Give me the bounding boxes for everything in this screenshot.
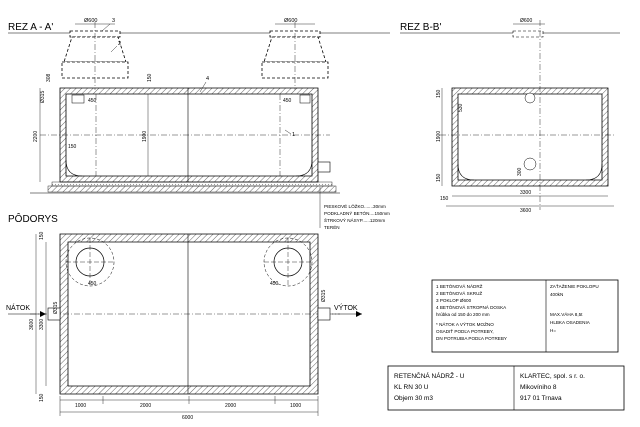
plan-dim-450-left: 450 (88, 281, 97, 287)
sand-bed (51, 181, 333, 187)
plan-dim-315-left: Ø315 (53, 302, 59, 314)
plan-seg-1: 1000 (75, 403, 86, 409)
inlet-pipe (47, 307, 61, 321)
plan-seg-4: 1000 (290, 403, 301, 409)
legend-item-4: 4 BETÓNOVÁ STROPNÁ DOSKA (436, 304, 507, 310)
outlet-label: VÝTOK (334, 303, 358, 312)
bb-dim-150-low: 150 (436, 173, 442, 182)
dim-315: Ø315 (40, 91, 46, 103)
legend-item-8: DN POTRUBIA PODĽA POTREBY (436, 336, 507, 341)
legend-depth: HLBKA OSADENIA (550, 320, 591, 325)
manhole-left: 450 (65, 237, 115, 287)
dim-308: 308 (46, 73, 52, 82)
plan-dim-150-top: 150 (39, 231, 45, 240)
bb-dim-300: 300 (517, 167, 523, 176)
section-bb-title: REZ B-B' (400, 22, 441, 33)
legend-item-5: hrúbka od 150 do 200 mm (436, 312, 490, 317)
outlet-stub-aa (317, 161, 331, 173)
dim-150-wall: 150 (68, 144, 77, 150)
shaft-right: Ø600 (261, 18, 329, 90)
plan-title: PÔDORYS (8, 212, 58, 225)
legend-load-title: ZAŤAŽENIE POKLOPU (550, 282, 599, 289)
legend-item-3: 3 POKLOP Ø600 (436, 298, 472, 303)
legend-weight: MAX.VÁHA 8,5t (550, 311, 583, 317)
legend-item-7: OSADIŤ PODĽA POTREBY, (436, 327, 494, 334)
title-block: RETENČNÁ NÁDRŽ - U KL RN 30 U Objem 30 m… (387, 365, 625, 411)
bb-dim-3300: 3300 (520, 190, 531, 196)
layer-note-4: TERÉN (324, 224, 340, 230)
bb-pipe-bottom (523, 157, 537, 171)
outlet-pipe (317, 307, 331, 321)
tank-walls-plan (59, 233, 319, 395)
callout-2: 2 (118, 41, 121, 47)
legend-box: 1 BETÓNOVÁ NÁDRŽ 2 BETÓNOVÁ SKRUŽ 3 POKL… (431, 279, 619, 353)
title-block-company: KLARTEC, spol. s r. o. (520, 373, 585, 380)
plan-view: PÔDORYS 450 450 NÁTOK VÝTOK Ø315 Ø315 (6, 212, 362, 421)
legend-depth-value: H= (550, 328, 556, 333)
bb-dim-1900: 1900 (436, 131, 442, 142)
title-block-street: Mikovíniho 8 (520, 384, 557, 391)
legend-item-1: 1 BETÓNOVÁ NÁDRŽ (436, 282, 483, 289)
legend-load-value: 400kN (550, 292, 563, 297)
section-bb: REZ B-B' Ø600 150 1900 530 300 150 3300 … (400, 18, 620, 214)
tank-walls-bb (451, 87, 609, 187)
title-block-code: KL RN 30 U (394, 384, 429, 391)
title-block-volume: Objem 30 m3 (394, 395, 433, 402)
layer-note-1: PIESKOVÉ LÔŽKO.......30mm (324, 202, 386, 209)
manhole-right: 450 (263, 237, 313, 287)
legend-item-6: * NÁTOK A VÝTOK MOŽNO (436, 320, 494, 327)
plan-dim-150-bottom: 150 (39, 393, 45, 402)
bb-dim-530: 530 (458, 103, 464, 112)
dim-2200: 2200 (33, 131, 39, 142)
legend-item-2: 2 BETÓNOVÁ SKRUŽ (436, 289, 482, 296)
plan-dim-3300: 3300 (39, 319, 45, 330)
section-aa: REZ A - A' Ø600 Ø600 3 2 4 1 (8, 18, 390, 230)
dim-1900: 1900 (142, 131, 148, 142)
dim-450-left: 450 (88, 98, 97, 104)
plan-total: 6000 (182, 415, 193, 421)
shaft-left-dim: Ø600 (84, 18, 97, 24)
bb-pipe-top (524, 92, 536, 104)
plan-seg-2: 2000 (140, 403, 151, 409)
plan-seg-3: 2000 (225, 403, 236, 409)
bb-shaft-dim: Ø600 (520, 18, 532, 24)
shaft-right-dim: Ø600 (284, 18, 297, 24)
shaft-left: Ø600 (61, 18, 129, 90)
dim-150-top: 150 (147, 73, 153, 82)
plan-dim-315-right: Ø315 (321, 290, 327, 302)
inlet-label: NÁTOK (6, 303, 30, 312)
bb-dim-150-wall: 150 (440, 196, 449, 202)
bb-dim-3600: 3600 (520, 208, 531, 214)
plan-dim-3600: 3600 (29, 319, 35, 330)
section-aa-title: REZ A - A' (8, 22, 53, 33)
callout-3: 3 (112, 18, 115, 24)
title-block-city: 917 01 Trnava (520, 395, 562, 402)
plan-dim-450-right: 450 (270, 281, 279, 287)
layer-note-2: PODKLADNÝ BETÓN....150mm (324, 210, 390, 216)
dim-450-right: 450 (283, 98, 292, 104)
title-block-name: RETENČNÁ NÁDRŽ - U (394, 371, 465, 380)
bb-dim-150: 150 (436, 89, 442, 98)
layer-note-3: ŠTRKOVÝ NÁSYP......120mm (324, 217, 385, 223)
callout-4: 4 (206, 76, 209, 82)
base-concrete (47, 185, 337, 193)
